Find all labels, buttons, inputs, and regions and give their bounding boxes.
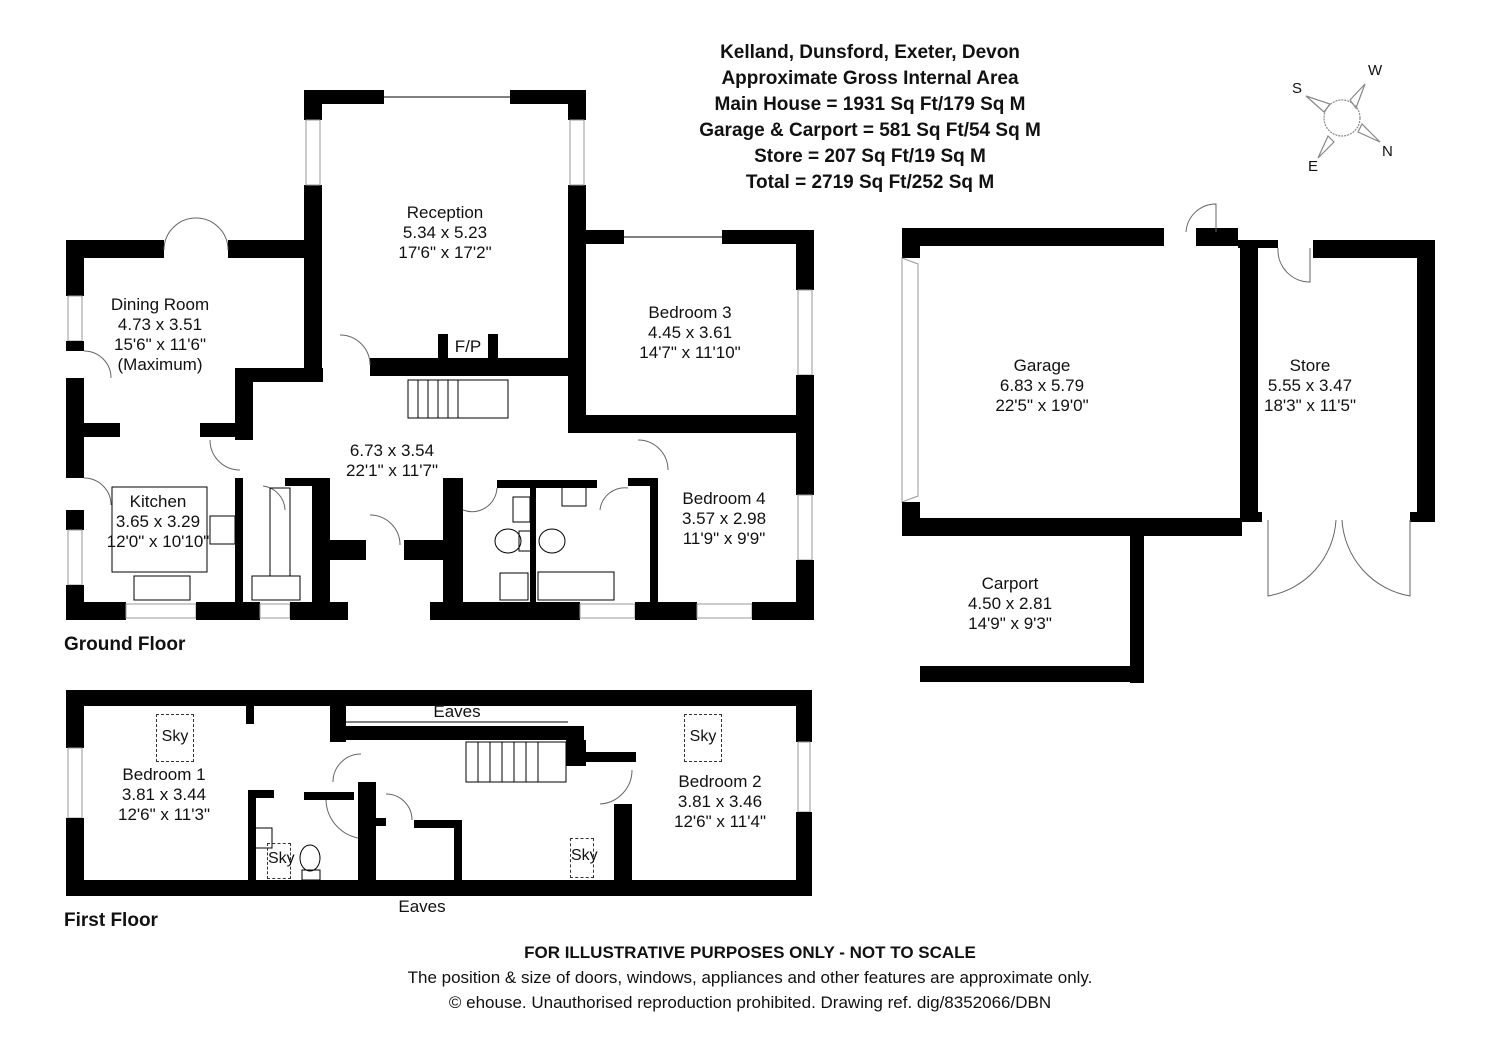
- room-kitchen: Kitchen 3.65 x 3.29 12'0" x 10'10": [107, 492, 210, 552]
- room-imperial: 12'6" x 11'4": [674, 812, 766, 831]
- room-metric: 6.83 x 5.79: [999, 376, 1085, 395]
- compass-w-label: W: [1368, 62, 1383, 79]
- footer-notes: FOR ILLUSTRATIVE PURPOSES ONLY - NOT TO …: [408, 940, 1093, 1015]
- skylight-bathroom: Sky: [267, 843, 295, 879]
- room-imperial: 15'6" x 11'6": [114, 335, 206, 354]
- eaves-bottom-label: Eaves: [398, 897, 446, 916]
- room-imperial: 11'9" x 9'9": [682, 529, 766, 548]
- room-imperial: 12'6" x 11'3": [118, 805, 210, 824]
- room-metric: 3.81 x 3.44: [121, 785, 207, 804]
- room-metric: 5.55 x 3.47: [1267, 376, 1353, 395]
- area-subtitle: Approximate Gross Internal Area: [721, 68, 1019, 89]
- compass-icon: [1305, 83, 1381, 159]
- eaves-top-label: Eaves: [433, 702, 481, 721]
- room-imperial: 18'3" x 11'5": [1264, 396, 1356, 415]
- room-imperial: 14'7" x 11'10": [639, 343, 741, 362]
- room-imperial: 22'5" x 19'0": [995, 396, 1089, 415]
- compass-e-label: E: [1308, 158, 1319, 175]
- room-name: Reception: [406, 203, 484, 222]
- room-metric: 3.65 x 3.29: [115, 512, 201, 531]
- area-total: Total = 2719 Sq Ft/252 Sq M: [745, 172, 995, 193]
- area-main-house: Main House = 1931 Sq Ft/179 Sq M: [714, 94, 1026, 115]
- room-name: Bedroom 3: [648, 303, 732, 322]
- room-metric: 5.34 x 5.23: [402, 223, 488, 242]
- first-floor-walls: [66, 690, 812, 896]
- approximation-note: The position & size of doors, windows, a…: [407, 968, 1093, 987]
- room-garage: Garage 6.83 x 5.79 22'5" x 19'0": [995, 356, 1088, 416]
- outbuildings-walls: [901, 203, 1435, 683]
- ground-floor-label: Ground Floor: [64, 634, 186, 655]
- room-name: Bedroom 2: [678, 772, 762, 791]
- room-store: Store 5.55 x 3.47 18'3" x 11'5": [1264, 356, 1356, 416]
- address-title: Kelland, Dunsford, Exeter, Devon: [720, 42, 1020, 63]
- room-name: Dining Room: [110, 295, 210, 314]
- room-metric: 6.73 x 3.54: [349, 441, 435, 460]
- compass-n-label: N: [1382, 143, 1393, 160]
- room-metric: 4.50 x 2.81: [967, 594, 1053, 613]
- ground-floor-walls: [66, 90, 814, 620]
- room-carport: Carport 4.50 x 2.81 14'9" x 9'3": [968, 574, 1052, 634]
- area-garage-carport: Garage & Carport = 581 Sq Ft/54 Sq M: [699, 120, 1041, 141]
- room-metric: 4.73 x 3.51: [117, 315, 203, 334]
- skylight-landing: Sky: [570, 838, 598, 878]
- compass-s-label: S: [1292, 80, 1303, 97]
- room-bedroom-3: Bedroom 3 4.45 x 3.61 14'7" x 11'10": [639, 303, 740, 363]
- room-imperial: 17'6" x 17'2": [398, 243, 492, 262]
- room-metric: 3.81 x 3.46: [677, 792, 763, 811]
- room-bedroom-1: Bedroom 1 3.81 x 3.44 12'6" x 11'3": [118, 765, 210, 825]
- skylight-bedroom-2: Sky: [684, 714, 722, 762]
- room-name: Store: [1289, 356, 1331, 375]
- room-metric: 3.57 x 2.98: [681, 509, 767, 528]
- disclaimer-text: FOR ILLUSTRATIVE PURPOSES ONLY - NOT TO …: [524, 943, 976, 962]
- room-name: Carport: [981, 574, 1039, 593]
- room-metric: 4.45 x 3.61: [647, 323, 733, 342]
- room-imperial: 14'9" x 9'3": [968, 614, 1052, 633]
- room-imperial: 12'0" x 10'10": [106, 532, 210, 551]
- room-imperial: 22'1" x 11'7": [346, 461, 438, 480]
- title-block: Kelland, Dunsford, Exeter, Devon Approxi…: [699, 40, 1041, 196]
- area-store: Store = 207 Sq Ft/19 Sq M: [754, 146, 986, 167]
- room-name: Garage: [1013, 356, 1071, 375]
- skylight-bedroom-1: Sky: [156, 714, 194, 762]
- room-note: (Maximum): [117, 355, 203, 374]
- room-name: Bedroom 1: [122, 765, 206, 784]
- room-name: Bedroom 4: [682, 489, 766, 508]
- room-reception: Reception 5.34 x 5.23 17'6" x 17'2": [398, 203, 491, 263]
- room-bedroom-4: Bedroom 4 3.57 x 2.98 11'9" x 9'9": [682, 489, 766, 549]
- room-bedroom-2: Bedroom 2 3.81 x 3.46 12'6" x 11'4": [674, 772, 766, 832]
- fireplace-label: F/P: [454, 337, 482, 356]
- copyright-text: © ehouse. Unauthorised reproduction proh…: [448, 993, 1052, 1012]
- room-hall: 6.73 x 3.54 22'1" x 11'7": [346, 441, 438, 481]
- first-floor-label: First Floor: [64, 910, 158, 931]
- room-name: Kitchen: [129, 492, 187, 511]
- room-dining: Dining Room 4.73 x 3.51 15'6" x 11'6" (M…: [111, 295, 209, 375]
